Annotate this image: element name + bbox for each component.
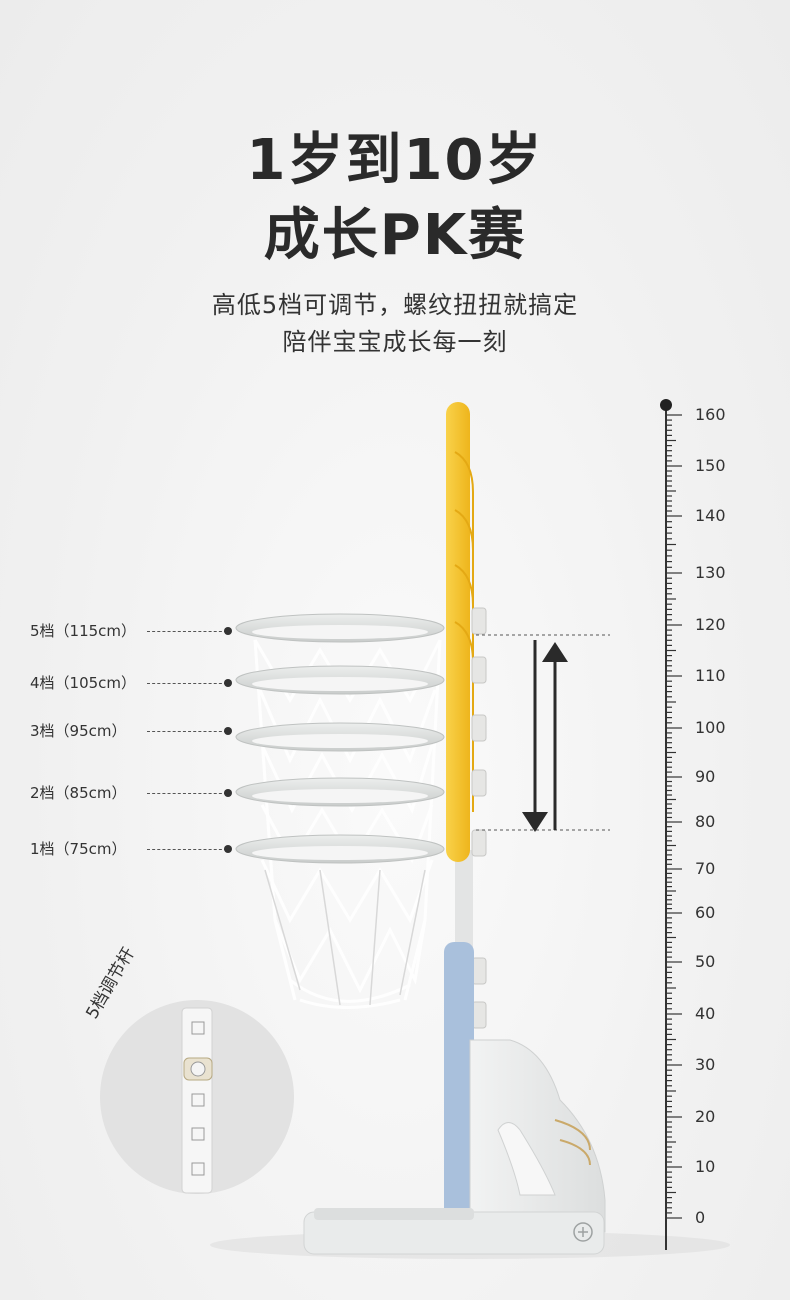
level-3-leader [147,731,227,732]
ruler-number: 20 [695,1107,716,1126]
nets [253,639,442,1009]
adjust-knobs [471,607,487,1029]
ruler-number: 100 [695,718,726,737]
level-1-label: 1档（75cm） [30,840,127,858]
level-5-leader [147,631,227,632]
level-2-leader [147,793,227,794]
subtitle-line-2: 陪伴宝宝成长每一刻 [282,328,508,356]
level-3-dot [224,727,232,735]
level-4-dot [224,679,232,687]
ruler-number: 110 [695,666,726,685]
level-2-dot [224,789,232,797]
headline-line-1: 1岁到10岁 [246,128,544,193]
level-3-label: 3档（95cm） [30,722,127,740]
level-5-dot [224,627,232,635]
ruler-number: 60 [695,903,716,922]
ruler-number: 10 [695,1157,716,1176]
level-1-leader [147,849,227,850]
level-1-dot [224,845,232,853]
backboard-stack [446,402,474,862]
ruler-number: 130 [695,563,726,582]
net-shadow [264,869,426,1006]
stand-base [303,942,606,1255]
height-ruler [660,399,682,1250]
ruler-number: 40 [695,1004,716,1023]
ruler-number: 70 [695,859,716,878]
level-4-label: 4档（105cm） [30,674,137,692]
adjust-rod-callout [100,1000,294,1194]
ruler-number: 150 [695,456,726,475]
ruler-number: 30 [695,1055,716,1074]
level-5-label: 5档（115cm） [30,622,137,640]
ruler-number: 90 [695,767,716,786]
headline-line-2: 成长PK赛 [263,203,527,268]
level-4-leader [147,683,227,684]
ruler-number: 50 [695,952,716,971]
height-range-arrows [476,634,610,832]
ruler-number: 160 [695,405,726,424]
ruler-number: 80 [695,812,716,831]
level-2-label: 2档（85cm） [30,784,127,802]
rims [235,613,445,864]
ruler-number: 0 [695,1208,706,1227]
ruler-number: 140 [695,506,726,525]
subtitle-line-1: 高低5档可调节，螺纹扭扭就搞定 [211,291,579,319]
ruler-number: 120 [695,615,726,634]
